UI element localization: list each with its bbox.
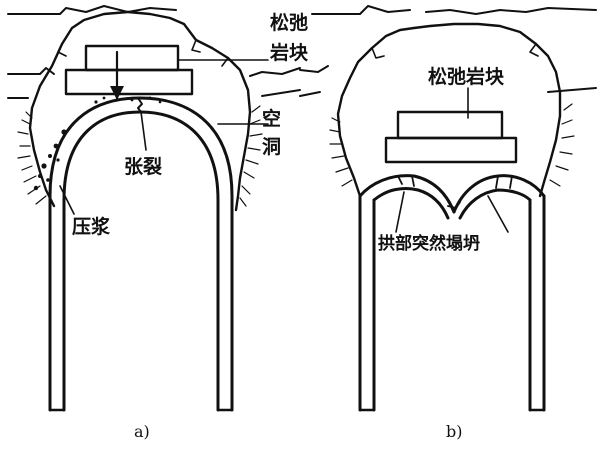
panel-b-leader-collapse-left — [395, 191, 405, 233]
panel-b-right-wall — [528, 194, 546, 412]
panel-a-lining-outer — [48, 96, 234, 412]
panel-a-caption: a) — [134, 422, 150, 441]
panel-b-strata — [299, 5, 597, 97]
panel-a-label-cavity-2: 洞 — [262, 136, 282, 158]
panel-b-collapsed-arch-right-inner — [458, 188, 532, 220]
panel-a-label-loose-block-2: 岩块 — [270, 42, 309, 64]
panel-a-leader-cracking — [140, 111, 147, 151]
panel-b-hatch-left — [329, 117, 353, 187]
panel-b-cavity-outline — [336, 22, 562, 198]
panel-b-collapsed-arch-left — [358, 174, 456, 214]
panel-a-hatch-left — [17, 111, 47, 205]
panel-a-label-grouting: 压浆 — [72, 216, 111, 238]
panel-a-lower-block — [64, 68, 194, 96]
panel-a-label-loose-block-1: 松弛 — [270, 12, 309, 34]
panel-a-leader-grouting — [59, 185, 75, 215]
panel-b-leader-collapse-right — [487, 195, 509, 233]
panel-b-collapsed-arch-left-inner — [372, 186, 450, 220]
panel-a-crown-crack — [137, 97, 143, 113]
panel-b-label-loose-block: 松弛岩块 — [428, 66, 505, 88]
panel-b-break-fragments — [397, 175, 513, 209]
panel-a-load-arrow-head — [110, 86, 124, 100]
panel-a-label-cracking: 张裂 — [124, 156, 163, 178]
panel-a-cavity-outline — [28, 10, 252, 212]
panel-b-left-wall — [358, 194, 376, 412]
panel-b-upper-block — [396, 110, 504, 140]
panel-a-strata — [7, 5, 301, 99]
panel-b-lower-block — [384, 136, 518, 164]
panel-b-cavity-jags — [371, 43, 539, 59]
panel-a-label-cavity-1: 空 — [262, 108, 282, 130]
panel-b-caption: b) — [446, 422, 463, 441]
panel-b-label-arch-collapse: 拱部突然塌坍 — [378, 234, 480, 254]
panel-b-hatch-right — [549, 103, 575, 187]
panel-a-grout-dots — [33, 129, 67, 191]
